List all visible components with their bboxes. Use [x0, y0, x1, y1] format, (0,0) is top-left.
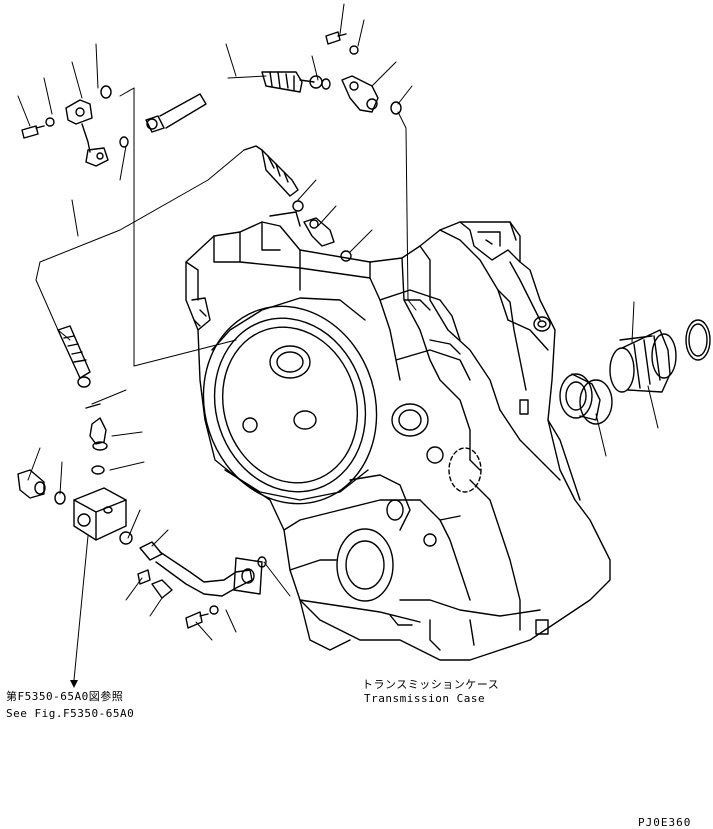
left-pipe-fitting: [57, 325, 91, 388]
drawing-code: PJ0E360: [638, 816, 692, 829]
bottom-pipe-assembly: [137, 541, 267, 629]
right-filter-group: [559, 319, 711, 425]
top-left-valve-group: [21, 85, 129, 167]
reference-note-jp: 第F5350-65A0図参照: [6, 690, 124, 703]
callout-leaders: [17, 3, 659, 688]
lower-left-valve-block: [17, 403, 133, 545]
upper-pipe-assembly: [145, 31, 402, 133]
case-label-jp: トランスミッションケース: [362, 678, 500, 691]
middle-pipe-assembly: [243, 145, 352, 262]
reference-note-en: See Fig.F5350-65A0: [6, 707, 135, 720]
transmission-case: [185, 211, 611, 661]
assembly-boundary-lines: [35, 87, 417, 367]
case-label-en: Transmission Case: [364, 692, 486, 705]
